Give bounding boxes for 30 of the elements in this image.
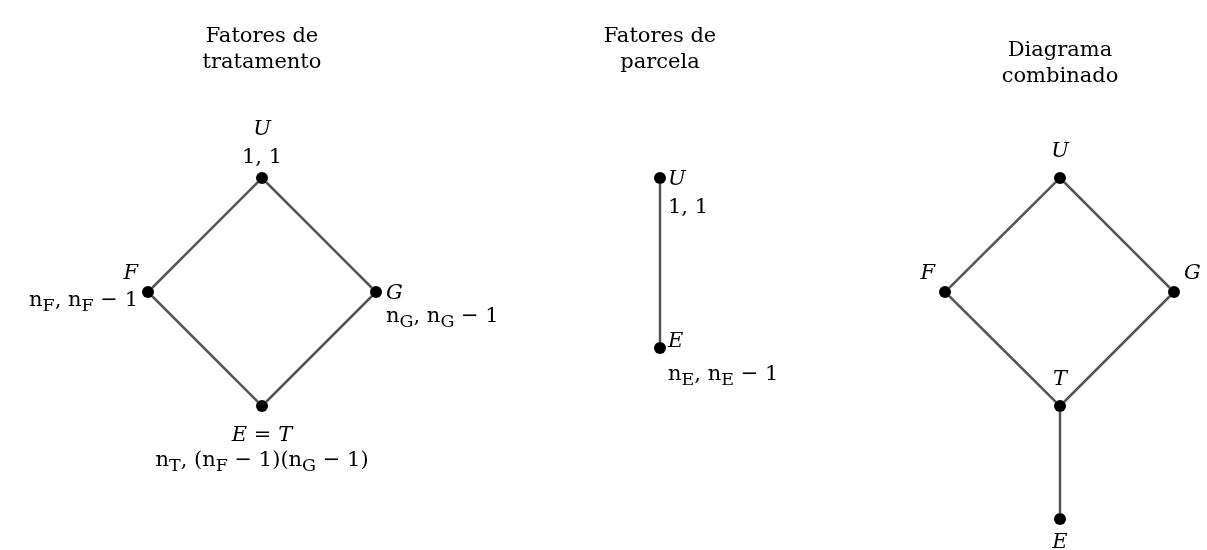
degrees-label: n$_{F}$, n$_{F}$ − 1 <box>28 286 138 318</box>
connector-line <box>948 295 1057 403</box>
connector-line <box>265 181 373 289</box>
degrees-label: 1, 1 <box>241 144 283 168</box>
factor-name: G <box>386 280 403 304</box>
connector-line <box>1058 412 1062 513</box>
connector-line <box>265 295 373 403</box>
factor-name: F <box>123 260 138 284</box>
factor-name: T <box>1053 366 1067 390</box>
connector-line <box>1063 295 1171 403</box>
degrees-label: n$_{G}$, n$_{G}$ − 1 <box>386 302 499 334</box>
panel-heading: Fatores de tratamento <box>201 22 323 74</box>
connector-line <box>658 184 662 342</box>
degrees-label: 1, 1 <box>668 194 709 218</box>
factor-name: G <box>1184 260 1201 284</box>
connector-line <box>1063 181 1171 289</box>
factor-name: U <box>253 116 271 140</box>
connector-line <box>948 181 1057 289</box>
panel-heading: Fatores de parcela <box>602 22 718 74</box>
factor-name: U <box>668 166 686 190</box>
factor-name: F <box>920 260 935 284</box>
degrees-label: n$_{E}$, n$_{E}$ − 1 <box>668 360 779 392</box>
connector-line <box>151 295 259 403</box>
factor-name: E = T <box>231 422 293 446</box>
panel-heading: Diagrama combinado <box>1000 36 1120 88</box>
degrees-label: n$_{T}$, (n$_{F}$ − 1)(n$_{G}$ − 1) <box>155 446 369 478</box>
factor-name: E <box>668 328 684 352</box>
connector-line <box>151 181 259 289</box>
factor-name: E <box>1052 529 1068 550</box>
factor-name: U <box>1051 138 1069 162</box>
